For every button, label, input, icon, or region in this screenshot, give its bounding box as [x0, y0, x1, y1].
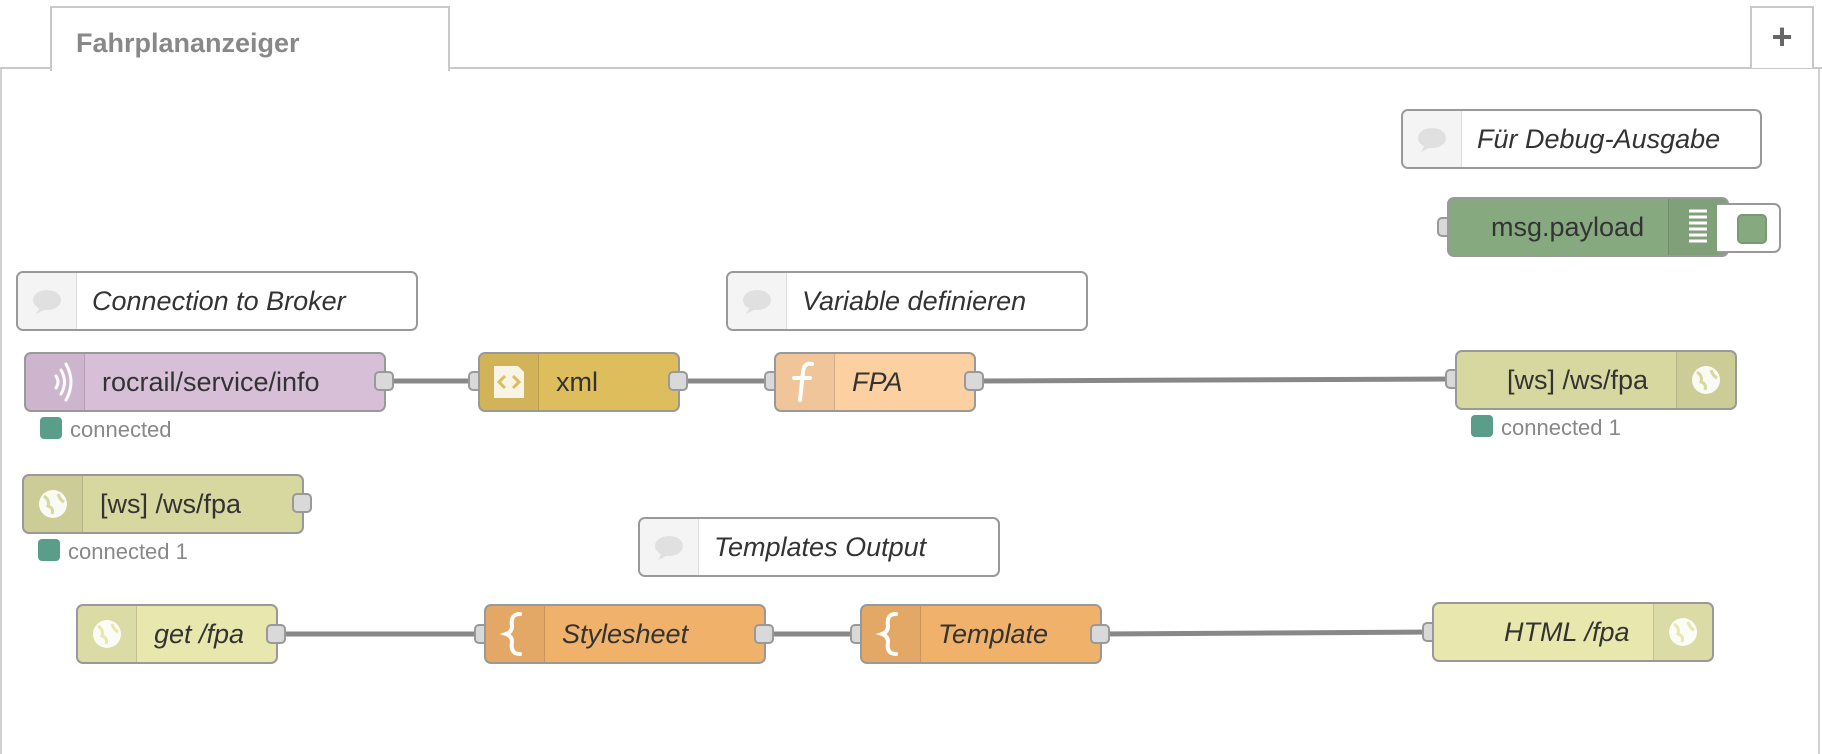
xml-node[interactable]: xml [478, 352, 680, 412]
debug-node[interactable]: msg.payload [1447, 197, 1729, 257]
node-label: rocrail/service/info [102, 367, 320, 397]
function-output-port[interactable] [964, 371, 984, 391]
node-label: FPA [852, 367, 903, 397]
ws-in-node[interactable]: [ws] /ws/fpa [22, 474, 304, 534]
node-label: get /fpa [154, 619, 245, 649]
tab-bar: Fahrplananzeiger + [0, 0, 1822, 71]
status-text: connected 1 [1501, 415, 1621, 440]
comment-debug[interactable]: Für Debug-Ausgabe [1401, 109, 1762, 169]
comment-label: Connection to Broker [92, 286, 346, 316]
function-icon [776, 354, 835, 410]
status-dot [40, 417, 62, 439]
status-text: connected [70, 417, 172, 442]
node-label: [ws] /ws/fpa [1507, 365, 1649, 395]
tab-fahrplananzeiger[interactable]: Fahrplananzeiger [50, 6, 450, 71]
status-text: connected 1 [68, 539, 188, 564]
comment-icon [18, 273, 77, 329]
wire-function-ws [973, 376, 1456, 384]
mqtt-output-port[interactable] [374, 371, 394, 391]
template-icon [862, 606, 921, 662]
comment-icon [640, 519, 699, 575]
comment-icon [1403, 111, 1462, 167]
template-output-port[interactable] [1090, 624, 1110, 644]
mqtt-icon [26, 354, 85, 410]
comment-icon [728, 273, 787, 329]
stylesheet-output-port[interactable] [754, 624, 774, 644]
stylesheet-node[interactable]: Stylesheet [484, 604, 766, 664]
tab-label: Fahrplananzeiger [76, 28, 300, 58]
comment-label: Variable definieren [802, 286, 1027, 316]
node-label: Template [938, 619, 1049, 649]
template-icon [486, 606, 545, 662]
globe-icon [24, 476, 83, 532]
add-tab-button[interactable]: + [1750, 6, 1814, 68]
node-label: msg.payload [1491, 212, 1645, 242]
wire-template-response [1099, 629, 1433, 637]
debug-toggle-button[interactable] [1717, 203, 1781, 253]
globe-icon [1653, 604, 1712, 660]
xml-icon [480, 354, 539, 410]
http-response-node[interactable]: HTML /fpa [1432, 602, 1714, 662]
globe-icon [78, 606, 137, 662]
comment-label: Templates Output [714, 532, 927, 562]
ws-out-node[interactable]: [ws] /ws/fpa [1455, 350, 1737, 410]
comment-broker[interactable]: Connection to Broker [16, 271, 418, 331]
template-node[interactable]: Template [860, 604, 1102, 664]
ws-in-output-port[interactable] [292, 493, 312, 513]
http-in-node[interactable]: get /fpa [76, 604, 278, 664]
xml-output-port[interactable] [668, 371, 688, 391]
status-dot [38, 539, 60, 561]
node-label: [ws] /ws/fpa [100, 489, 242, 519]
http-in-output-port[interactable] [266, 624, 286, 644]
comment-variable[interactable]: Variable definieren [726, 271, 1088, 331]
globe-icon [1676, 352, 1735, 408]
function-node[interactable]: FPA [774, 352, 976, 412]
node-label: Stylesheet [562, 619, 689, 649]
plus-icon: + [1771, 16, 1793, 57]
node-label: HTML /fpa [1504, 617, 1630, 647]
comment-templates[interactable]: Templates Output [638, 517, 1000, 577]
node-label: xml [556, 367, 598, 397]
status-dot [1471, 415, 1493, 437]
debug-toggle-indicator [1737, 214, 1767, 244]
mqtt-in-node[interactable]: rocrail/service/info [24, 352, 386, 412]
comment-label: Für Debug-Ausgabe [1477, 124, 1721, 154]
